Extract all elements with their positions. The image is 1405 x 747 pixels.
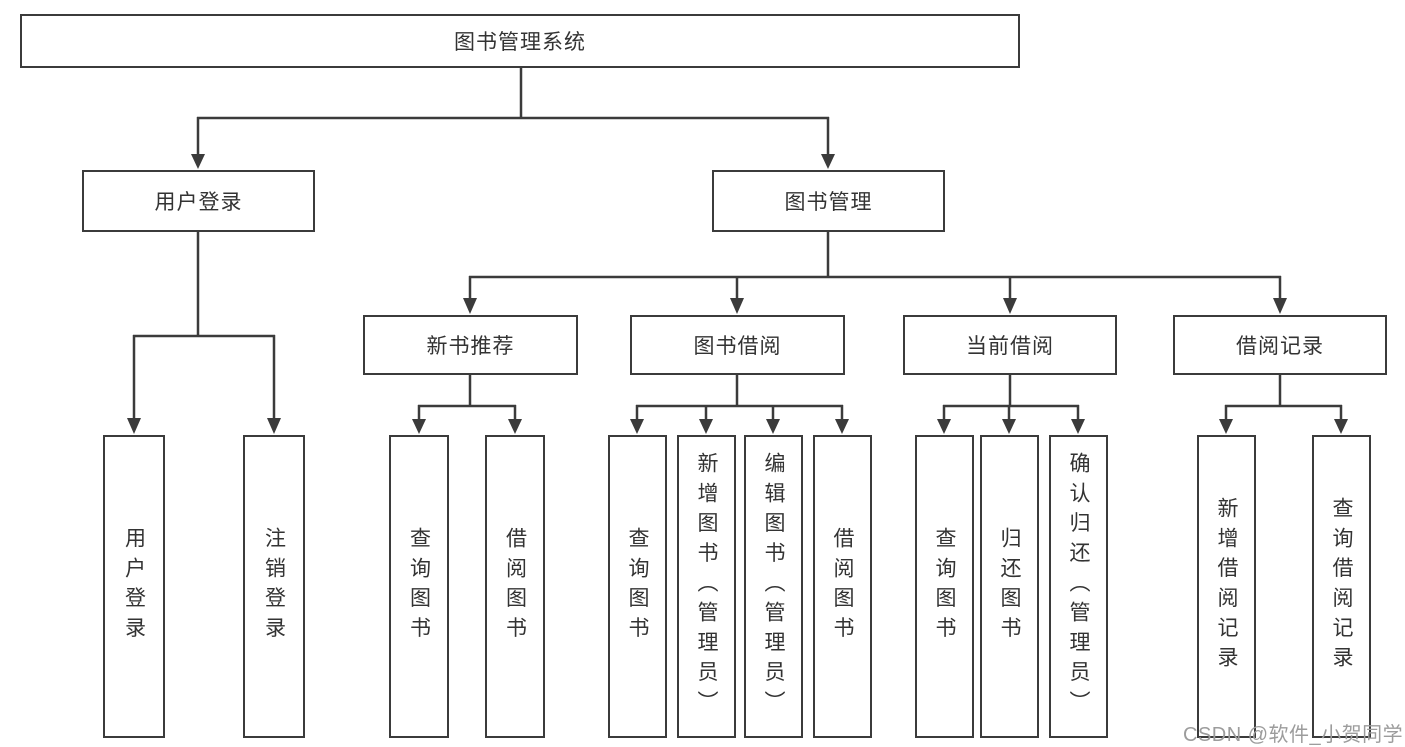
leaf-query-books-current: 查询图书 [915,435,974,738]
leaf-query-borrow-record-label: 查询借阅记录 [1330,497,1354,676]
node-user-login-label: 用户登录 [154,191,243,214]
leaf-borrow-books: 借阅图书 [813,435,872,738]
node-new-book-recommend: 新书推荐 [363,315,578,375]
leaf-add-borrow-record: 新增借阅记录 [1197,435,1256,738]
node-root-label: 图书管理系统 [454,31,586,54]
leaf-confirm-return-admin: 确认归还（管理员） [1049,435,1108,738]
leaf-return-books-label: 归还图书 [998,526,1022,647]
leaf-edit-books-admin: 编辑图书（管理员） [744,435,803,738]
leaf-query-books-borrowing: 查询图书 [608,435,667,738]
leaf-add-books-admin: 新增图书（管理员） [677,435,736,738]
leaf-add-borrow-record-label: 新增借阅记录 [1215,497,1239,676]
leaf-query-books-borrowing-label: 查询图书 [626,526,650,647]
node-current-borrowing-label: 当前借阅 [966,335,1054,358]
node-book-management: 图书管理 [712,170,945,232]
node-current-borrowing: 当前借阅 [903,315,1117,375]
leaf-user-login-label: 用户登录 [122,526,146,647]
leaf-query-books-recommend: 查询图书 [389,435,449,738]
leaf-user-login: 用户登录 [103,435,165,738]
leaf-borrow-books-recommend: 借阅图书 [485,435,545,738]
node-borrowing-records: 借阅记录 [1173,315,1387,375]
watermark-text: CSDN @软件_小贺同学 [1183,724,1404,746]
leaf-confirm-return-admin-label: 确认归还（管理员） [1067,452,1091,721]
node-root: 图书管理系统 [20,14,1020,68]
node-book-borrowing-label: 图书借阅 [693,335,782,358]
leaf-return-books: 归还图书 [980,435,1039,738]
leaf-query-borrow-record: 查询借阅记录 [1312,435,1371,738]
leaf-borrow-books-label: 借阅图书 [831,526,855,647]
node-book-borrowing: 图书借阅 [630,315,845,375]
leaf-query-books-current-label: 查询图书 [933,526,957,647]
node-new-book-recommend-label: 新书推荐 [426,335,515,358]
node-book-management-label: 图书管理 [784,191,873,214]
node-borrowing-records-label: 借阅记录 [1236,335,1324,358]
leaf-logout-label: 注销登录 [262,526,286,647]
leaf-edit-books-admin-label: 编辑图书（管理员） [762,452,786,721]
leaf-logout: 注销登录 [243,435,305,738]
leaf-add-books-admin-label: 新增图书（管理员） [695,452,719,721]
leaf-query-books-recommend-label: 查询图书 [407,526,431,647]
leaf-borrow-books-recommend-label: 借阅图书 [503,526,527,647]
node-user-login: 用户登录 [82,170,315,232]
